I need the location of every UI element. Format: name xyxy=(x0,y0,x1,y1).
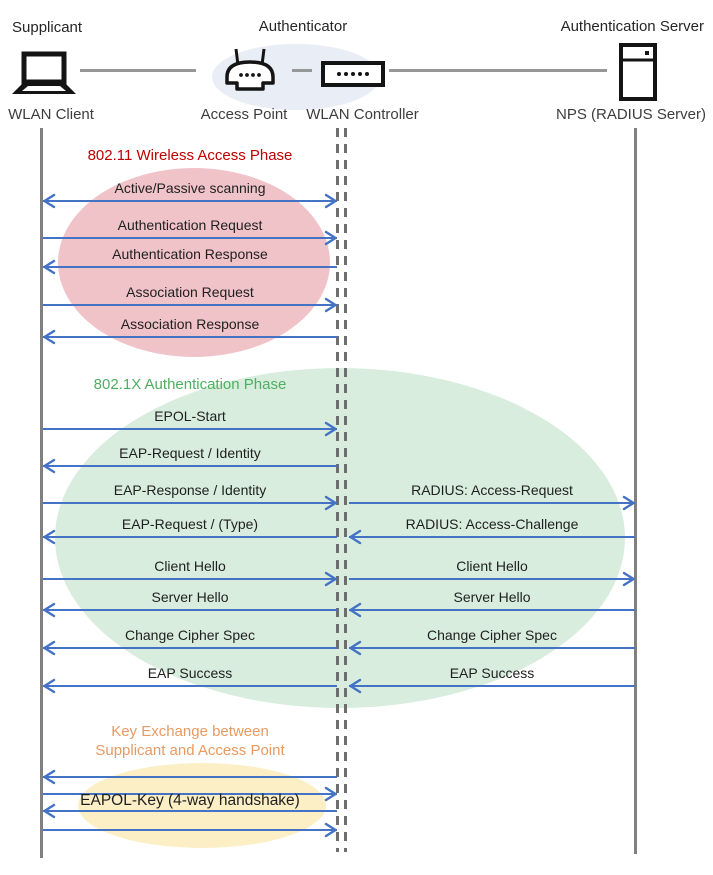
message-label: Association Response xyxy=(120,316,260,332)
key-exchange-title-line1: Key Exchange between xyxy=(111,723,269,740)
message-arrow xyxy=(43,230,337,246)
message-arrow xyxy=(43,529,337,545)
message-arrow xyxy=(43,602,337,618)
message-arrow xyxy=(43,571,337,587)
lifeline-authenticator-dashed-2 xyxy=(344,128,347,852)
role-supplicant-label: Supplicant xyxy=(12,19,83,36)
message-label: Server Hello xyxy=(453,589,531,605)
wlan-controller-icon xyxy=(321,61,385,87)
message-label: RADIUS: Access-Challenge xyxy=(405,516,579,532)
message-arrow xyxy=(43,803,337,819)
lifeline-wlan-client xyxy=(40,128,43,858)
message-label: EAPOL-Key (4-way handshake) xyxy=(80,792,300,809)
message-arrow xyxy=(349,640,635,656)
message-label: Client Hello xyxy=(456,558,528,574)
laptop-icon xyxy=(12,51,76,94)
role-authentication-server-label: Authentication Server xyxy=(560,18,704,35)
message-arrow xyxy=(349,678,635,694)
message-label: Change Cipher Spec xyxy=(427,627,557,643)
wireless-phase-ellipse xyxy=(58,168,330,357)
node-wlan-controller-label: WLAN Controller xyxy=(306,106,419,123)
node-wlan-client-label: WLAN Client xyxy=(8,106,94,123)
connector-line xyxy=(80,69,196,72)
message-label: Server Hello xyxy=(151,589,229,605)
message-label: EAP Success xyxy=(449,665,535,681)
message-arrow xyxy=(43,822,337,838)
lifeline-radius-server xyxy=(634,128,637,854)
message-arrow xyxy=(43,640,337,656)
message-arrow xyxy=(43,458,337,474)
message-arrow xyxy=(43,786,337,802)
message-label: EAP Success xyxy=(147,665,233,681)
message-label: Authentication Request xyxy=(117,217,263,233)
message-label: Client Hello xyxy=(154,558,226,574)
message-label: Authentication Response xyxy=(112,246,268,262)
message-label: EAP-Response / Identity xyxy=(113,482,267,498)
message-arrow xyxy=(349,495,635,511)
message-label: EPOL-Start xyxy=(154,408,226,424)
message-arrow xyxy=(43,193,337,209)
key-exchange-title: Key Exchange between Supplicant and Acce… xyxy=(42,722,338,760)
authentication-phase-title: 802.1X Authentication Phase xyxy=(93,376,287,393)
message-arrow xyxy=(43,495,337,511)
message-arrow xyxy=(349,571,635,587)
message-arrow xyxy=(43,678,337,694)
node-access-point-label: Access Point xyxy=(200,106,288,123)
message-arrow xyxy=(43,259,337,275)
message-label: EAP-Request / (Type) xyxy=(121,516,259,532)
node-nps-label: NPS (RADIUS Server) xyxy=(555,106,707,123)
message-arrow xyxy=(349,602,635,618)
message-label: Association Request xyxy=(126,284,254,300)
wireless-phase-title: 802.11 Wireless Access Phase xyxy=(87,147,293,164)
message-label: Change Cipher Spec xyxy=(125,627,255,643)
connector-line xyxy=(389,69,607,72)
key-exchange-title-line2: Supplicant and Access Point xyxy=(95,742,285,759)
role-authenticator-label: Authenticator xyxy=(258,18,348,35)
message-arrow xyxy=(43,329,337,345)
connector-line xyxy=(292,69,312,72)
message-arrow xyxy=(349,529,635,545)
lifeline-authenticator-dashed-1 xyxy=(336,128,339,852)
message-arrow xyxy=(43,421,337,437)
message-label: Active/Passive scanning xyxy=(114,180,266,196)
message-label: EAP-Request / Identity xyxy=(119,445,261,461)
message-label: RADIUS: Access-Request xyxy=(411,482,573,498)
server-icon xyxy=(619,43,657,101)
message-arrow xyxy=(43,297,337,313)
access-point-icon xyxy=(225,48,275,91)
message-arrow xyxy=(43,769,337,785)
